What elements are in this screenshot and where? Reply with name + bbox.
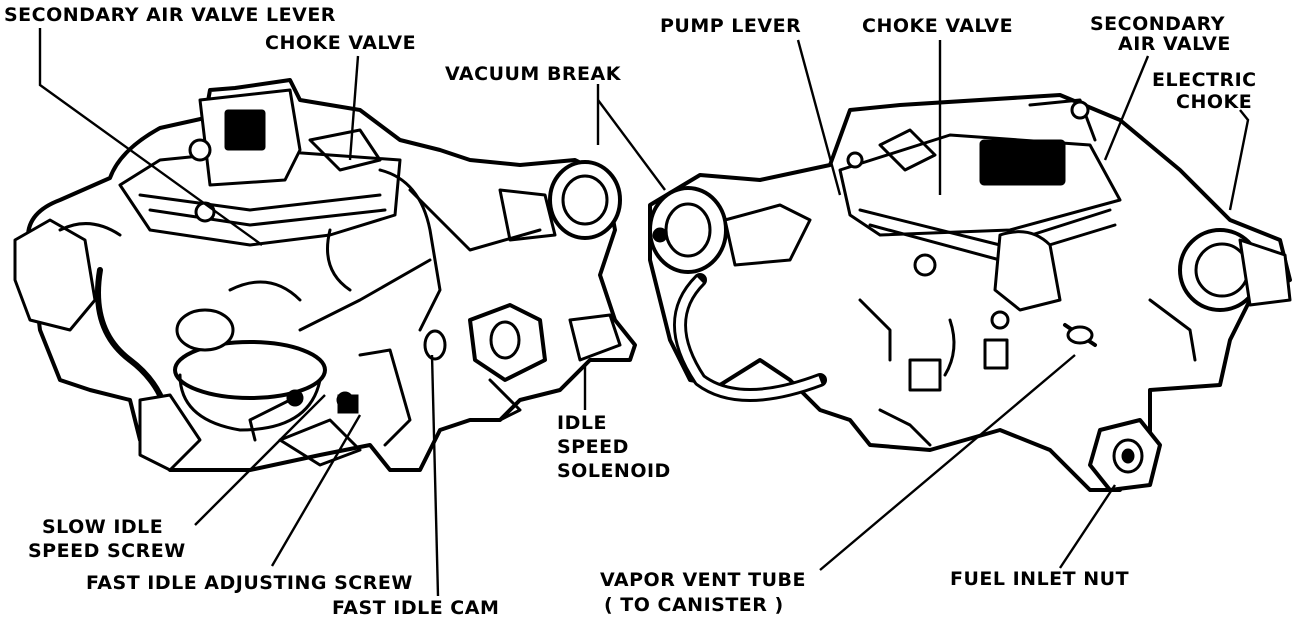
label-secondary-air-valve-lever: SECONDARY AIR VALVE LEVER [4,4,336,26]
label-secondary-air-valve-1: SECONDARY [1090,13,1225,35]
label-fast-idle-adjusting-screw: FAST IDLE ADJUSTING SCREW [86,572,413,594]
label-slow-idle-speed-screw-2: SPEED SCREW [28,540,186,562]
label-idle-speed-solenoid-2: SPEED [557,436,629,458]
label-electric-choke-2: CHOKE [1176,91,1253,113]
label-choke-valve-left: CHOKE VALVE [265,32,417,54]
label-electric-choke-1: ELECTRIC [1152,69,1257,91]
label-slow-idle-speed-screw-1: SLOW IDLE [42,516,164,538]
right-carburetor [648,93,1292,492]
label-secondary-air-valve-2: AIR VALVE [1118,33,1231,55]
label-vapor-vent-tube-1: VAPOR VENT TUBE [600,569,806,591]
leader-lines [38,28,1250,597]
label-fast-idle-cam: FAST IDLE CAM [332,597,500,619]
label-vapor-vent-tube-2: ( TO CANISTER ) [604,594,784,616]
label-idle-speed-solenoid-3: SOLENOID [557,460,671,482]
left-carburetor [13,78,637,472]
label-choke-valve-right: CHOKE VALVE [862,15,1014,37]
label-idle-speed-solenoid-1: IDLE [557,412,607,434]
label-fuel-inlet-nut: FUEL INLET NUT [950,568,1130,590]
label-pump-lever: PUMP LEVER [660,15,802,37]
label-vacuum-break: VACUUM BREAK [445,63,621,85]
